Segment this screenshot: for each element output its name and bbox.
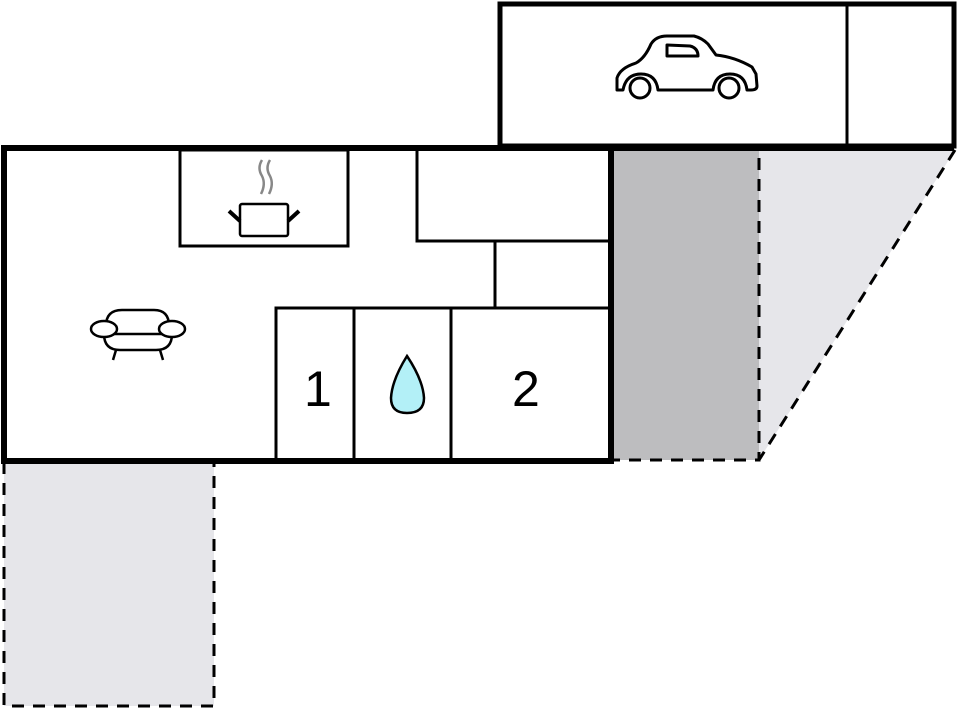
- covered-terrace: [612, 150, 759, 460]
- cooking-pot-icon: [227, 159, 301, 238]
- terrace-left-border: [2, 462, 216, 708]
- hall-upper: [415, 150, 609, 243]
- terrace-right: [759, 150, 955, 460]
- room-label-2: 2: [512, 361, 540, 417]
- terrace-left: [4, 462, 214, 706]
- car-icon: [615, 34, 759, 100]
- sofa-icon: [89, 308, 187, 361]
- water-drop-icon: [389, 353, 426, 415]
- terrace-diagonal-border: [757, 149, 957, 461]
- room-label-1: 1: [304, 361, 332, 417]
